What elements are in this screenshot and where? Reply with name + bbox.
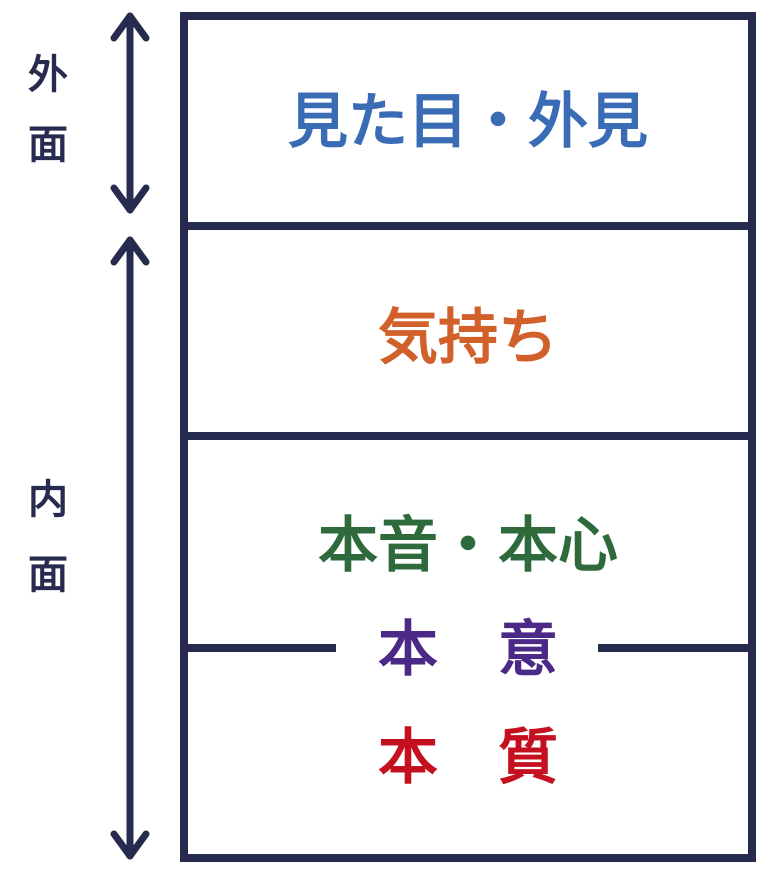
inner-arrow <box>110 236 150 860</box>
inner-label-2: 面 <box>28 552 68 598</box>
inner-label-1: 内 <box>28 477 68 523</box>
outer-arrow <box>110 12 150 214</box>
essence-text: 本 質 <box>378 723 558 793</box>
divider-1 <box>180 222 756 230</box>
appearance-text: 見た目・外見 <box>288 87 648 157</box>
outer-label-1: 外 <box>28 52 68 98</box>
true-feelings-text: 本音・本心 <box>318 511 618 581</box>
divider-2 <box>180 432 756 440</box>
feelings-text: 気持ち <box>378 303 558 373</box>
divider-3-left <box>188 644 336 652</box>
outer-label-2: 面 <box>28 122 68 168</box>
divider-3-right <box>598 644 748 652</box>
intention-text: 本 意 <box>378 615 558 685</box>
